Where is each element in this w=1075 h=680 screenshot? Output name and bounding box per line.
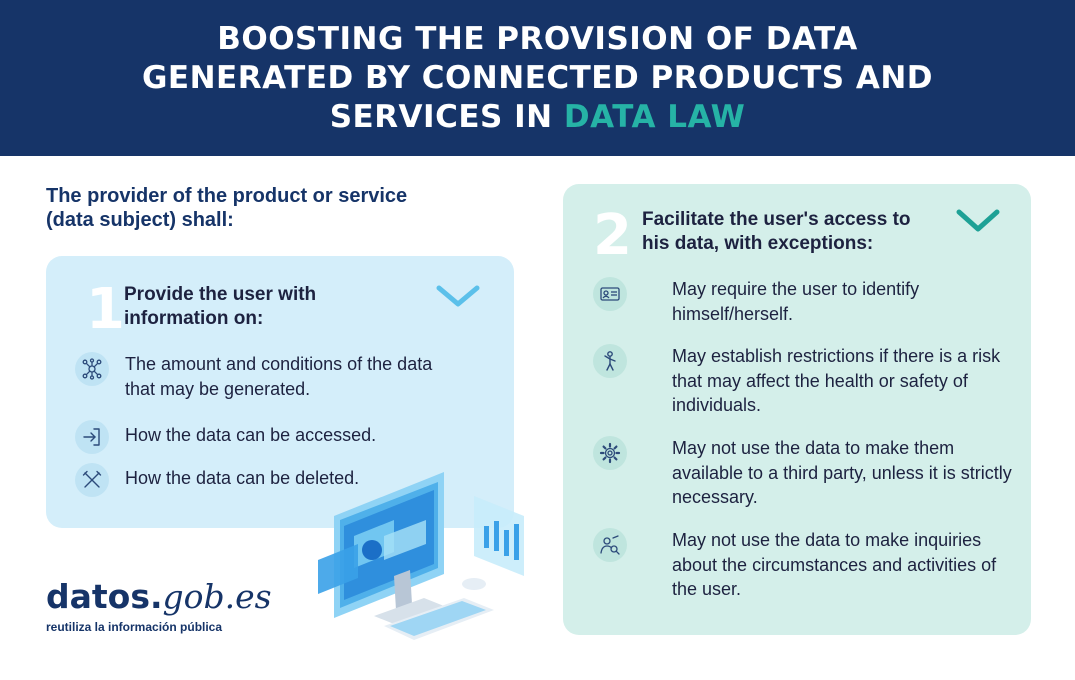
list-item: How the data can be accessed. [75,420,376,454]
logo-wordmark: datos.gob.es [46,578,272,616]
item-text: How the data can be deleted. [125,468,360,488]
title-line-1: BOOSTING THE PROVISION OF DATA [217,20,858,57]
list-item: May not use the data to make them availa… [593,436,1012,510]
header-banner: BOOSTING THE PROVISION OF DATA GENERATED… [0,0,1075,156]
chevron-down-icon [436,285,480,307]
item-line: May not use the data to make inquiries [672,530,982,550]
title-line-2: GENERATED BY CONNECTED PRODUCTS AND [141,59,934,96]
card-number: 1 [86,277,125,342]
card-title: Facilitate the user's access to his data… [642,208,911,256]
card-title-line-1: Provide the user with [124,284,317,305]
provide-info-card: 1 Provide the user with information on: … [46,256,514,528]
logo-datos: datos. [46,577,163,616]
facilitate-access-card: 2 Facilitate the user's access to his da… [563,184,1031,635]
cross-delete-icon [75,463,109,497]
card-title-line-1: Facilitate the user's access to [642,209,911,230]
card-title: Provide the user with information on: [124,283,316,331]
list-item: May require the user to identify himself… [593,277,919,326]
item-line: the user. [672,579,742,599]
item-line: that may affect the health or safety of [672,370,968,391]
person-icon [593,344,627,378]
item-line: May establish restrictions if there is a… [672,346,1001,366]
item-text: The amount and conditions of the data th… [125,352,432,401]
title-line-3: SERVICES IN [329,98,564,135]
card-title-line-2: information on: [124,308,264,329]
item-line: necessary. [672,487,758,507]
item-line: about the circumstances and activities o… [672,554,997,575]
network-nodes-icon [75,352,109,386]
card-number: 2 [593,203,632,268]
item-text: May establish restrictions if there is a… [672,344,1000,418]
item-line: that may be generated. [125,378,311,399]
list-item: How the data can be deleted. [75,463,359,497]
item-line: available to a third party, unless it is… [672,462,1012,483]
intro-line-1: The provider of the product or service [46,185,408,207]
item-line: himself/herself. [672,303,794,324]
gear-icon [593,436,627,470]
chevron-down-icon [956,209,1000,232]
logo-gob: gob.es [162,577,272,616]
computer-illustration [318,472,524,640]
item-line: May require the user to identify [672,279,920,299]
page-title: BOOSTING THE PROVISION OF DATA GENERATED… [142,20,933,137]
item-text: May require the user to identify himself… [672,277,919,326]
logo-tagline: reutiliza la información pública [46,620,223,634]
card-title-line-2: his data, with exceptions: [642,233,874,254]
intro-line-2: (data subject) shall: [46,209,234,231]
login-arrow-icon [75,420,109,454]
item-text: How the data can be accessed. [125,425,377,445]
title-accent: DATA LAW [563,98,746,135]
item-line: May not use the data to make them [672,438,955,458]
datos-gob-logo: datos.gob.es reutiliza la información pú… [46,578,272,635]
item-line: individuals. [672,395,762,415]
item-text: May not use the data to make inquiries a… [672,528,996,602]
list-item: May not use the data to make inquiries a… [593,528,996,602]
list-item: May establish restrictions if there is a… [593,344,1000,418]
person-search-icon [593,528,627,562]
id-card-icon [593,277,627,311]
list-item: The amount and conditions of the data th… [75,352,432,401]
item-line: The amount and conditions of the data [125,354,433,374]
item-text: May not use the data to make them availa… [672,436,1012,510]
intro-text: The provider of the product or service (… [46,184,466,232]
